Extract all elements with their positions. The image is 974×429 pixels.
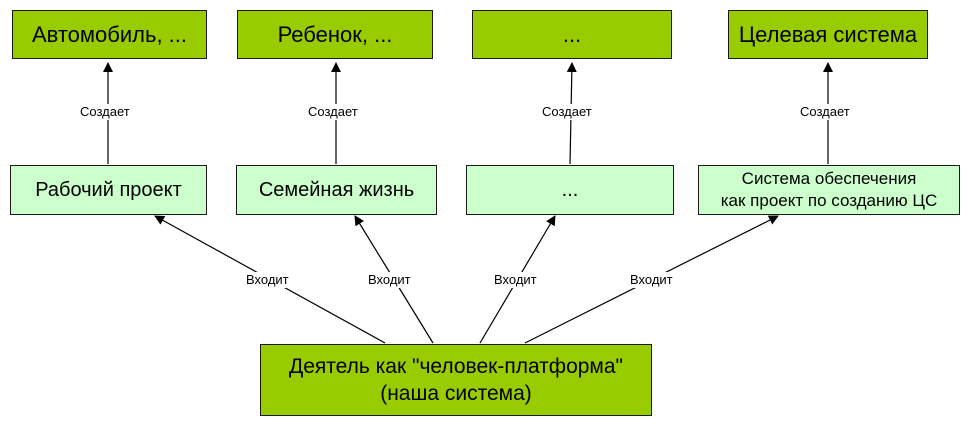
edge-label-enters-1: Входит [244,272,291,288]
target-box-car: Автомобиль, ... [12,10,207,59]
actor-box: Деятель как "человек-платформа" (наша си… [260,344,652,416]
edge-label-enters-2: Входит [366,272,413,288]
actor-label-line2: (наша система) [380,382,532,405]
project-box-work: Рабочий проект [10,165,207,215]
target-label: Ребенок, ... [277,21,393,47]
project-box-other: ... [466,165,674,215]
edge-label-creates-1: Создает [78,104,132,120]
project-label: Семейная жизнь [258,178,415,201]
actor-label-line1: Деятель как "человек-платформа" [288,355,623,378]
target-label: Автомобиль, ... [31,21,188,47]
project-label: ... [561,178,579,201]
project-box-support-system: Система обеспечения как проект по создан… [698,165,960,215]
target-label: Целевая система [738,21,918,47]
edge-label-creates-4: Создает [798,104,852,120]
target-label: ... [562,21,582,47]
target-box-child: Ребенок, ... [237,10,433,59]
project-label-line2: как проект по созданию ЦС [720,191,938,210]
project-label-line1: Система обеспечения [741,169,917,188]
edge-label-creates-2: Создает [306,104,360,120]
edge-label-creates-3: Создает [540,104,594,120]
project-label: Рабочий проект [35,178,182,201]
project-box-family: Семейная жизнь [236,165,437,215]
edge-label-enters-3: Входит [492,272,539,288]
target-box-other: ... [472,10,672,59]
target-box-target-system: Целевая система [728,10,928,59]
edge-label-enters-4: Входит [628,272,675,288]
